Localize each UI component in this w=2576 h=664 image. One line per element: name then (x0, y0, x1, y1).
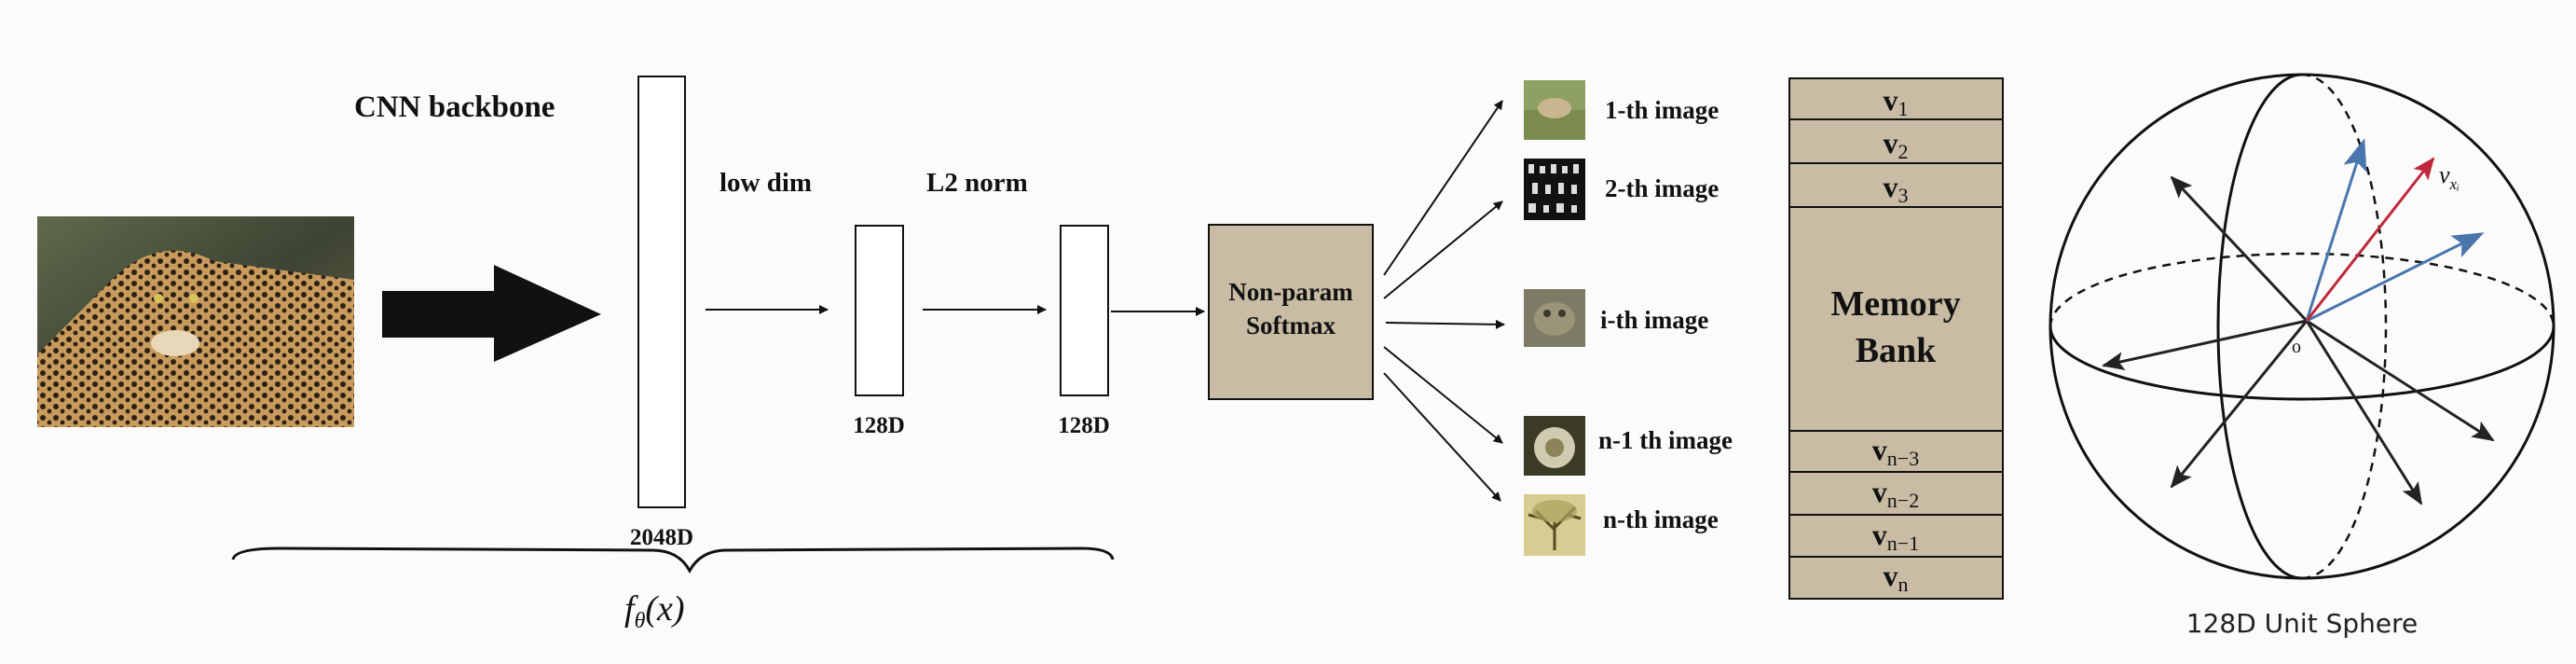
memory-bank-title-line2: Bank (1856, 331, 1937, 370)
sphere-vector-label: vxᵢ (2439, 161, 2460, 193)
thumbnail-1 (1524, 80, 1585, 140)
thumbnail-i (1524, 289, 1585, 347)
cnn-backbone-label: CNN backbone (354, 90, 555, 124)
softmax-output-arrows (1383, 100, 1505, 502)
softmax-label-line2: Softmax (1246, 311, 1336, 339)
image-label-1: 1-th image (1605, 96, 1719, 124)
memory-slot-v1: v1 (1884, 83, 1909, 120)
dim-128-label-b: 128D (1058, 413, 1110, 438)
sphere-origin-label: o (2292, 337, 2301, 357)
memory-slot-vn-3: vn−3 (1872, 433, 1919, 470)
memory-slot-vn-1: vn−1 (1872, 518, 1919, 555)
image-label-n-1: n-1 th image (1598, 426, 1733, 454)
low-dim-label: low dim (719, 168, 812, 198)
function-label: fθ(x) (624, 589, 685, 633)
thumbnail-2 (1524, 159, 1585, 220)
dim-2048-label: 2048D (630, 525, 693, 550)
memory-slot-v3: v3 (1884, 170, 1909, 207)
backbone-feature-bar (637, 76, 686, 508)
memory-bank-title-line1: Memory (1830, 284, 1960, 324)
softmax-label-line1: Non-param (1228, 278, 1353, 306)
memory-bank (1788, 77, 2004, 600)
sphere-caption: 128D Unit Sphere (2186, 608, 2418, 639)
l2norm-feature-bar (1060, 225, 1109, 396)
image-label-2: 2-th image (1605, 174, 1719, 202)
thumbnail-n-1 (1524, 416, 1585, 476)
unit-sphere (2048, 73, 2555, 580)
image-label-n: n-th image (1603, 505, 1719, 533)
l2-norm-label: L2 norm (926, 168, 1028, 198)
dim-128-label-a: 128D (853, 413, 905, 438)
lowdim-feature-bar (855, 225, 904, 396)
memory-slot-vn-2: vn−2 (1872, 475, 1919, 512)
image-label-i: i-th image (1600, 306, 1708, 334)
memory-slot-vn: vn (1884, 559, 1909, 596)
function-brace (231, 546, 1115, 574)
sphere-vectors (2102, 138, 2495, 505)
thumbnail-n (1524, 494, 1585, 556)
input-image-leopard (37, 216, 354, 427)
softmax-box (1208, 224, 1374, 400)
big-forward-arrow (382, 265, 601, 362)
memory-slot-v2: v2 (1884, 126, 1909, 163)
